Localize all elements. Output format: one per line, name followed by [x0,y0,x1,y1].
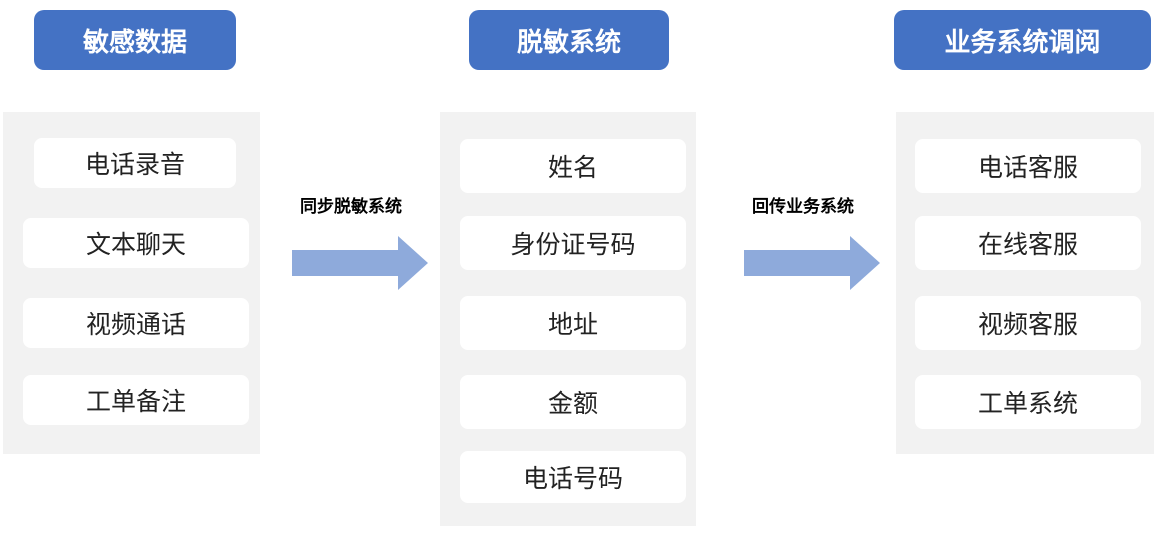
list-item: 地址 [460,296,686,350]
list-item: 在线客服 [915,216,1141,270]
list-item: 视频客服 [915,296,1141,350]
column-header-desensitization-system: 脱敏系统 [469,10,669,70]
list-item: 电话号码 [460,451,686,503]
flow-label-sync: 同步脱敏系统 [300,197,402,217]
list-item: 视频通话 [23,298,249,348]
list-item: 身份证号码 [460,216,686,270]
column-panel-sensitive-data: 电话录音 文本聊天 视频通话 工单备注 [3,112,260,454]
right-arrow-icon [292,236,428,290]
list-item: 工单系统 [915,375,1141,429]
list-item: 金额 [460,375,686,429]
list-item: 电话客服 [915,139,1141,193]
column-header-business-system: 业务系统调阅 [894,10,1151,70]
list-item: 电话录音 [34,138,236,188]
list-item: 姓名 [460,139,686,193]
column-panel-desensitization-system: 姓名 身份证号码 地址 金额 电话号码 [440,112,696,526]
flow-label-return: 回传业务系统 [752,197,854,217]
column-panel-business-system: 电话客服 在线客服 视频客服 工单系统 [896,112,1154,454]
column-header-sensitive-data: 敏感数据 [34,10,236,70]
right-arrow-icon [744,236,880,290]
list-item: 工单备注 [23,375,249,425]
list-item: 文本聊天 [23,218,249,268]
